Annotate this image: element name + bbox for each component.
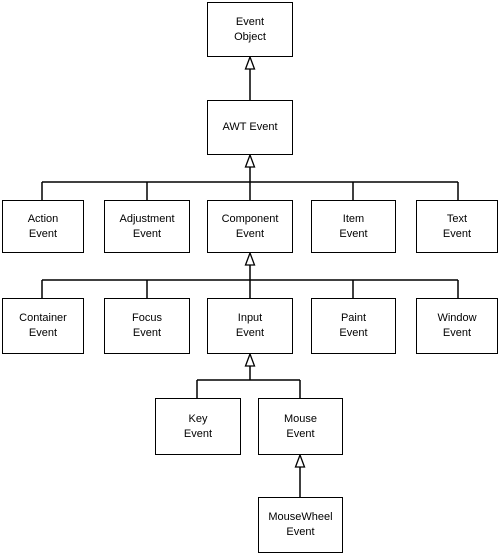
inheritance-arrowhead <box>244 55 256 70</box>
node-label: Container <box>19 312 67 324</box>
node-label: AWT Event <box>222 121 278 133</box>
node-label: Component <box>221 212 279 225</box>
inheritance-arrowhead <box>244 153 256 168</box>
node-label: Event <box>132 227 162 240</box>
node-window-event: Window Event <box>416 298 498 354</box>
node-label: Object <box>234 30 266 43</box>
node-label: Text <box>446 212 468 225</box>
node-label: Input <box>237 312 263 324</box>
node-mouse-event: Mouse Event <box>258 398 343 455</box>
node-label: Event <box>235 15 265 28</box>
node-label: Item <box>342 212 365 225</box>
node-label: Paint <box>340 312 367 324</box>
node-label: Event <box>339 227 368 240</box>
node-key-event: Key Event <box>155 398 241 455</box>
inheritance-arrowhead <box>244 251 256 266</box>
node-input-event: Input Event <box>207 298 293 354</box>
node-label: Event <box>442 227 472 240</box>
node-label: Event <box>442 327 472 339</box>
node-item-event: Item Event <box>311 200 396 253</box>
node-label: Event <box>183 427 213 440</box>
inheritance-arrowhead <box>244 352 256 367</box>
node-focus-event: Focus Event <box>104 298 190 354</box>
node-label: Focus <box>132 312 162 324</box>
node-label: Mouse <box>283 412 318 425</box>
inheritance-arrowhead <box>294 453 306 468</box>
node-event-object: Event Object <box>207 2 293 57</box>
node-label: Event <box>235 327 265 339</box>
node-label: Key <box>188 412 208 425</box>
node-label: MouseWheel <box>268 511 333 523</box>
node-label: Adjustment <box>119 212 175 225</box>
node-label: Event <box>339 327 368 339</box>
node-label: Event <box>132 327 162 339</box>
node-mousewheel-event: MouseWheel Event <box>258 497 343 553</box>
node-action-event: Action Event <box>2 200 84 253</box>
node-label: Event <box>235 227 265 240</box>
node-container-event: Container Event <box>2 298 84 354</box>
node-label: Event <box>28 327 58 339</box>
node-component-event: Component Event <box>207 200 293 253</box>
node-paint-event: Paint Event <box>311 298 396 354</box>
node-text-event: Text Event <box>416 200 498 253</box>
node-label: Window <box>437 312 477 324</box>
node-awt-event: AWT Event <box>207 100 293 155</box>
node-label: Event <box>286 526 315 538</box>
node-label: Event <box>28 227 58 240</box>
node-label: Event <box>286 427 315 440</box>
node-adjustment-event: Adjustment Event <box>104 200 190 253</box>
node-label: Action <box>27 212 59 225</box>
